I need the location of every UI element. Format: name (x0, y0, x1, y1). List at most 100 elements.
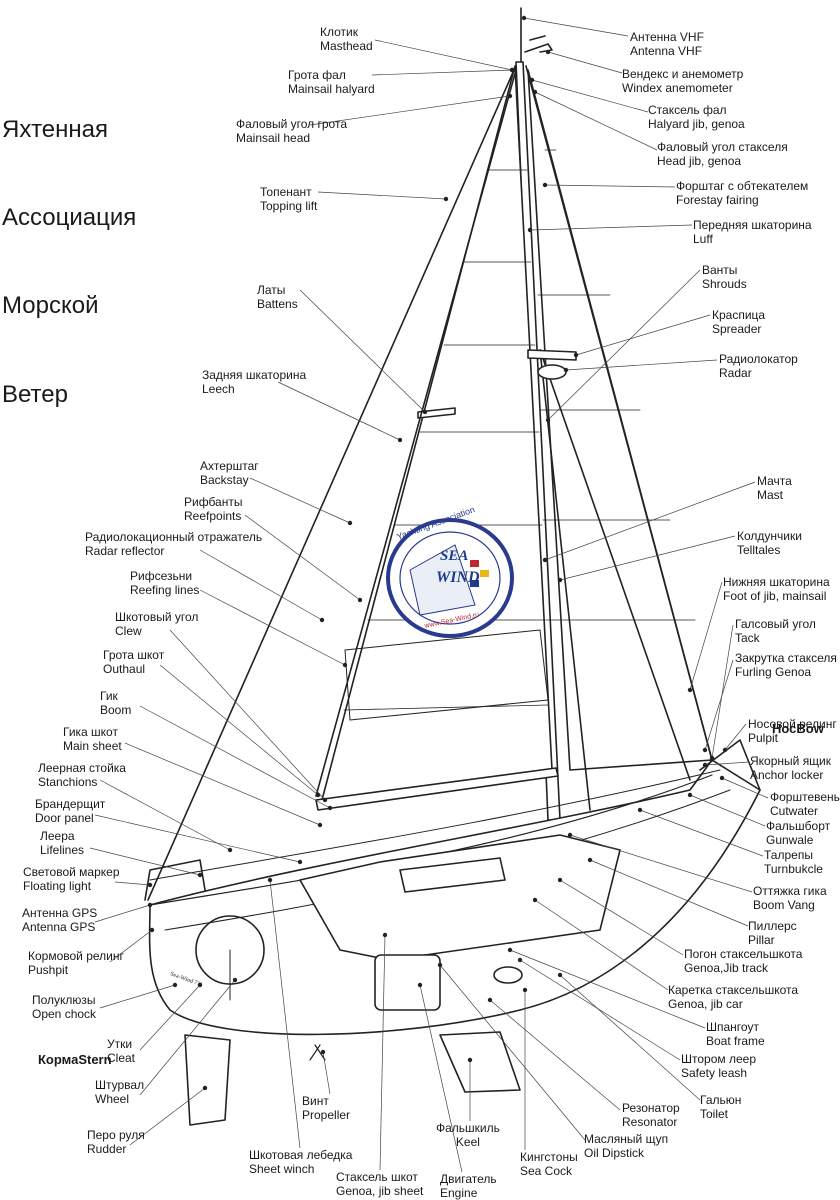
label-ru: Штором леер (681, 1052, 756, 1066)
leader-line-mainsail-head (309, 95, 511, 126)
pointer-dot-open-chock (172, 982, 178, 988)
pointer-dot-sea-cock (522, 987, 528, 993)
pointer-dot-antenna-vhf (521, 15, 527, 21)
label-en: Oil Dipstick (584, 1146, 645, 1160)
leader-line-rudder (129, 1087, 206, 1146)
pointer-dot-gunwale (687, 792, 693, 798)
pointer-dot-lifelines (197, 872, 203, 878)
label-ru: Резонатор (622, 1101, 680, 1115)
label-en: Reefpoints (184, 509, 242, 523)
stern-en: Stern (78, 1052, 112, 1067)
label-ru: Шпангоут (706, 1020, 759, 1034)
label-en: Head jib, genoa (657, 154, 742, 168)
pointer-dot-jib-track (557, 877, 563, 883)
label-ru: Утки (107, 1037, 133, 1051)
pointer-dot-door-panel (297, 859, 303, 865)
leader-line-spreader (575, 314, 711, 356)
pointer-dot-main-sheet (317, 822, 323, 828)
pointer-dot-engine (417, 982, 423, 988)
label-en: Anchor locker (750, 768, 824, 782)
label-en: Rudder (87, 1142, 127, 1156)
leader-line-lifelines (89, 847, 201, 876)
pointer-dot-backstay (347, 520, 353, 526)
title-word-3: Морской (2, 292, 99, 319)
label-ru: Рифсезьни (130, 569, 193, 583)
leader-line-pillar (589, 859, 749, 927)
leader-line-furling-genoa (704, 659, 734, 751)
label-en: Lifelines (40, 843, 85, 857)
label-ru: Гальюн (700, 1093, 742, 1107)
pointer-dot-spreader (573, 352, 579, 358)
label-en: Sea Cock (520, 1164, 573, 1178)
label-en: Shrouds (702, 277, 747, 291)
leader-line-forestay-fairing (544, 184, 676, 188)
leader-line-boom (139, 705, 331, 809)
leader-line-clew (169, 629, 326, 801)
leader-line-pushpit (109, 929, 153, 963)
label-en: Halyard jib, genoa (648, 117, 745, 131)
pointer-dot-forestay-fairing (542, 182, 548, 188)
pointer-dot-pillar (587, 857, 593, 863)
leader-line-mainsail-halyard (371, 69, 513, 76)
label-ru: Закрутка стакселя (735, 651, 837, 665)
leader-line-oil-dipstick (439, 964, 586, 1141)
leader-line-stanchions (99, 779, 231, 851)
pointer-dot-reefing-lines (342, 662, 348, 668)
label-ru: Носовой релинг (748, 717, 837, 731)
label-ru: Якорный ящик (750, 754, 832, 768)
label-ru: Оттяжка гика (753, 884, 827, 898)
boom (315, 767, 559, 811)
pointer-dot-battens (422, 409, 428, 415)
pointer-dot-shrouds (545, 417, 551, 423)
pointer-dot-rudder (202, 1085, 208, 1091)
leader-line-telltales (559, 535, 736, 581)
leader-line-jib-sheet (379, 934, 386, 1171)
label-ru: Нижняя шкаторина (723, 575, 830, 589)
label-en: Open chock (32, 1007, 97, 1021)
pointer-dot-clew (322, 797, 328, 803)
label-en: Cleat (107, 1051, 136, 1065)
leader-line-jib-car (534, 899, 669, 991)
leader-line-main-sheet (124, 742, 321, 826)
pointer-dot-pulpit (722, 747, 728, 753)
stern-ru: Корма (38, 1052, 79, 1067)
leader-line-radar (565, 359, 718, 371)
label-ru: Краспица (712, 308, 766, 322)
label-en: Boom Vang (753, 898, 815, 912)
label-en: Keel (455, 1135, 480, 1149)
leader-line-sheet-winch (269, 879, 301, 1149)
label-en: Boom (100, 703, 132, 717)
label-en: Resonator (622, 1115, 678, 1129)
pointer-dot-wheel (232, 977, 238, 983)
label-ru: Ахтерштаг (200, 459, 259, 473)
label-en: Radar reflector (85, 544, 165, 558)
bow-ru: Нос (772, 721, 797, 736)
label-ru: Фаловый угол стакселя (657, 140, 788, 154)
toilet-drawing (493, 966, 523, 984)
leader-line-topping-lift (317, 191, 447, 200)
batten (417, 407, 456, 419)
label-ru: Задняя шкаторина (202, 368, 307, 382)
leader-line-masthead (374, 39, 513, 71)
